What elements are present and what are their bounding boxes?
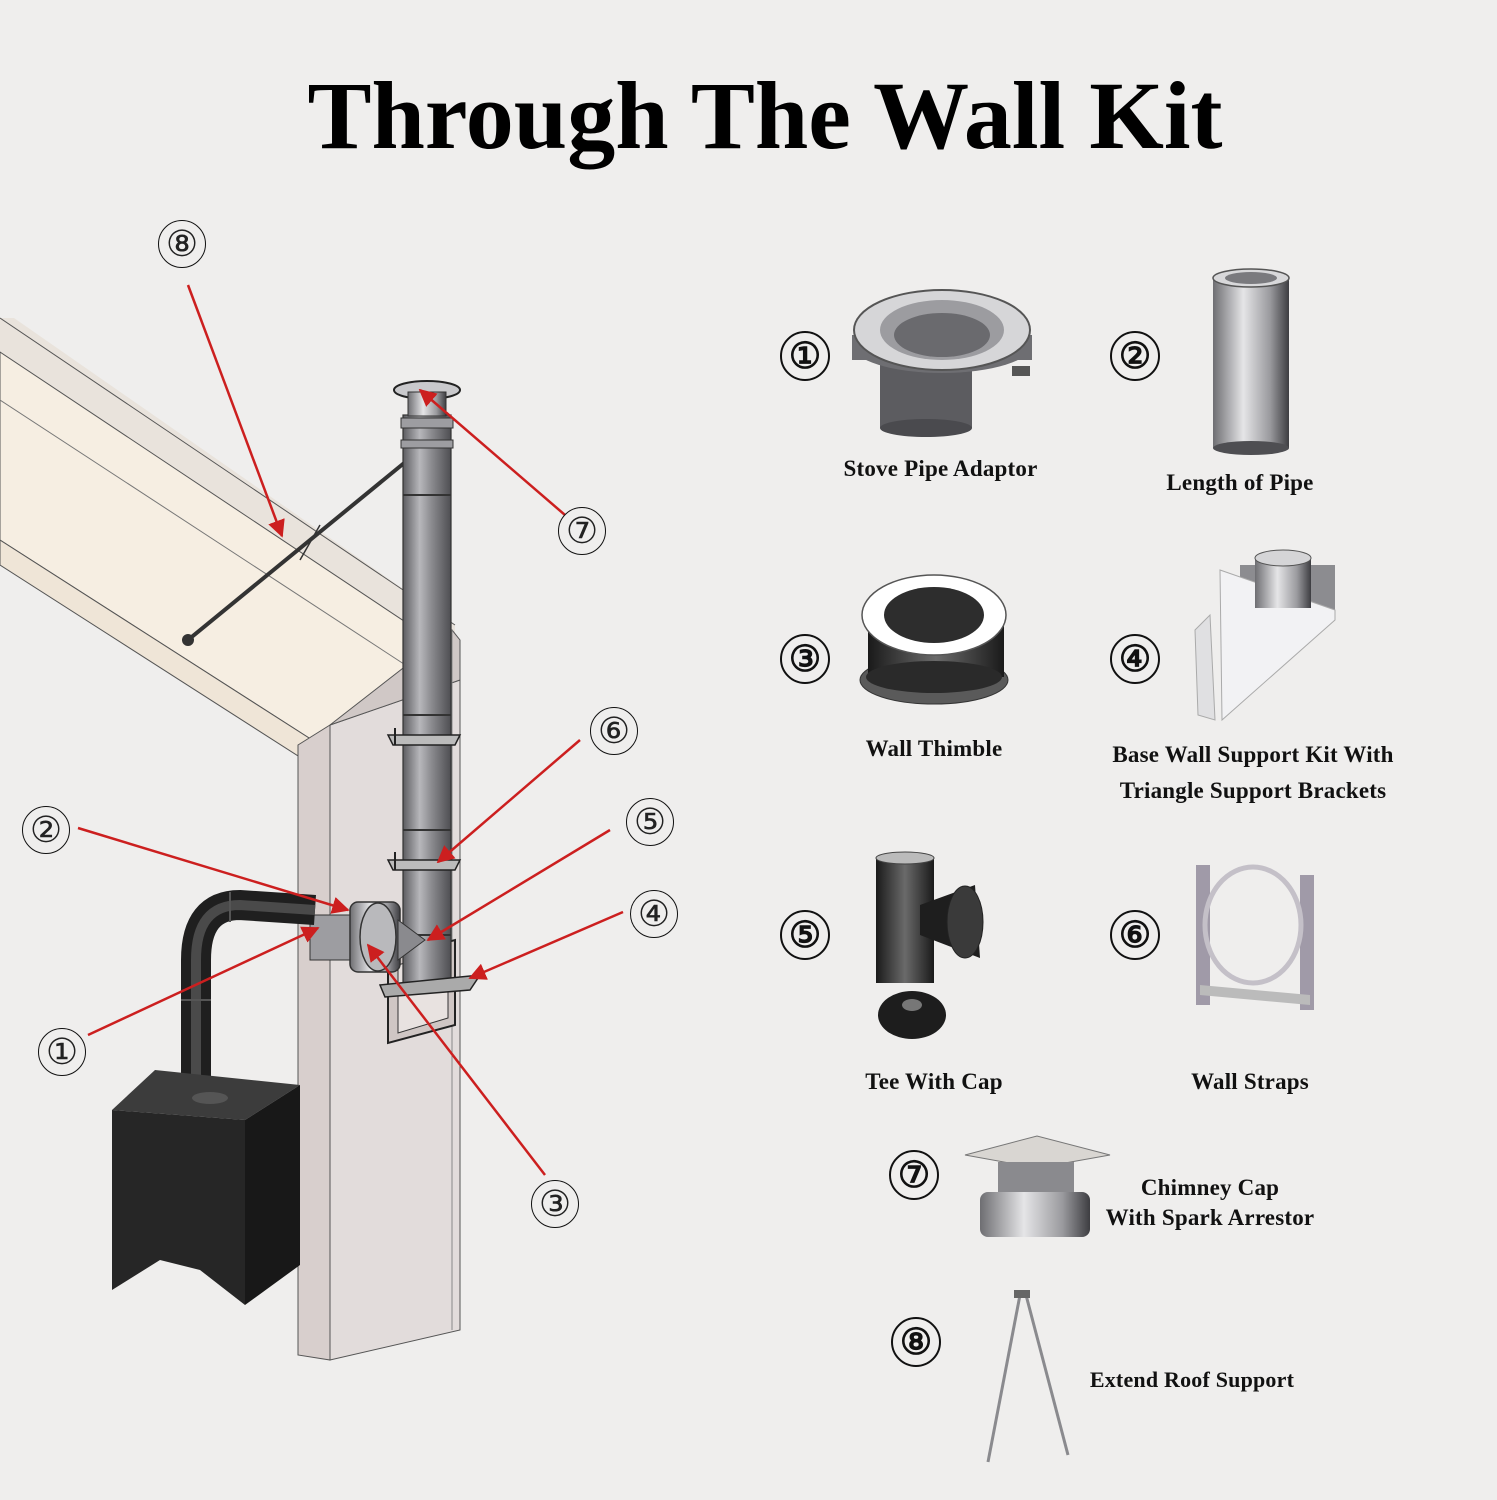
- part-label-1: Stove Pipe Adaptor: [843, 456, 1038, 481]
- base-wall-support-image: [1194, 549, 1336, 722]
- part-label-3: Wall Thimble: [865, 736, 1003, 761]
- length-of-pipe-image: [1212, 268, 1290, 455]
- stove-pipe-adaptor-image: [852, 289, 1032, 437]
- part-label-4-line2: Triangle Support Brackets: [1119, 778, 1387, 803]
- callout-3: ③: [531, 1180, 579, 1228]
- part-label-4-line1: Base Wall Support Kit With: [1112, 742, 1394, 767]
- part-label-7-line1: Chimney Cap: [1140, 1175, 1280, 1200]
- roof-support-strut: [182, 448, 422, 646]
- callout-7: ⑦: [558, 507, 606, 555]
- callout-arrows: [77, 284, 624, 1176]
- part-label-5: Tee With Cap: [865, 1069, 1003, 1094]
- part-number-5: ⑤: [780, 910, 830, 960]
- part-number-2: ②: [1110, 331, 1160, 381]
- roof: [0, 317, 456, 771]
- wall-straps-image: [1196, 864, 1314, 1010]
- part-label-8: Extend Roof Support: [1089, 1367, 1295, 1392]
- callout-2: ②: [22, 806, 70, 854]
- part-number-6: ⑥: [1110, 910, 1160, 960]
- part-number-7: ⑦: [889, 1150, 939, 1200]
- chimney-pipe: [378, 380, 482, 998]
- part-number-3: ③: [780, 634, 830, 684]
- chimney-cap-image: [964, 1135, 1111, 1237]
- stove-pipe: [181, 889, 316, 1085]
- part-number-8: ⑧: [891, 1317, 941, 1367]
- tee-with-cap-image: [875, 851, 984, 1039]
- callout-1: ①: [38, 1028, 86, 1076]
- wall-thimble-image: [859, 574, 1009, 705]
- callout-4: ④: [630, 890, 678, 938]
- part-number-4: ④: [1110, 634, 1160, 684]
- stove: [112, 1070, 300, 1305]
- part-label-6: Wall Straps: [1191, 1069, 1309, 1094]
- extend-roof-support-image: [986, 1290, 1070, 1463]
- callout-5: ⑤: [626, 798, 674, 846]
- part-label-7-line2: With Spark Arrestor: [1105, 1205, 1315, 1230]
- part-number-1: ①: [780, 331, 830, 381]
- part-label-2: Length of Pipe: [1166, 470, 1314, 495]
- callout-6: ⑥: [590, 707, 638, 755]
- page-title: Through The Wall Kit: [307, 62, 1223, 169]
- callout-8: ⑧: [158, 220, 206, 268]
